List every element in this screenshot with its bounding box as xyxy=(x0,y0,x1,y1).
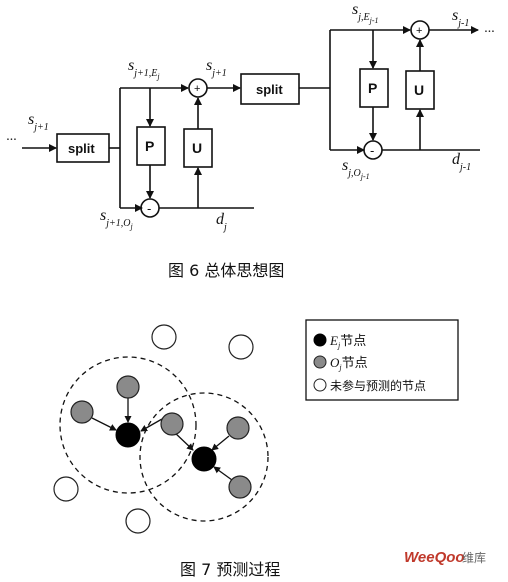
s-j1-odd-label: sj+1,Oj xyxy=(100,207,133,231)
edge-o5-e2 xyxy=(213,466,233,481)
e-node-1 xyxy=(115,422,141,448)
figure-6-caption: 图 6 总体思想图 xyxy=(168,261,284,280)
legend-o-label: Oj节点 xyxy=(330,355,368,372)
unused-node-1 xyxy=(151,324,177,350)
figure-7-diagram: Ej节点 Oj节点 未参与预测的节点 图 7 预测过程 xyxy=(53,319,459,579)
p-label-1: P xyxy=(145,138,154,154)
o-node-5 xyxy=(228,475,252,499)
unused-node-3 xyxy=(53,476,79,502)
ellipsis-right: ··· xyxy=(484,25,495,40)
ellipsis-left: ··· xyxy=(6,133,17,148)
unused-node-2 xyxy=(228,334,254,360)
d-j-label: dj xyxy=(216,211,227,233)
o-node-1 xyxy=(116,375,140,399)
figure-6-diagram xyxy=(22,20,480,218)
p-box-2 xyxy=(359,68,389,108)
s-j-even-label: sj,Ej-1 xyxy=(352,1,379,25)
minus-sign-1: - xyxy=(147,201,151,216)
legend-o-swatch xyxy=(313,355,327,369)
legend-unused-label: 未参与预测的节点 xyxy=(330,378,426,393)
plus-sign-2: + xyxy=(416,25,422,37)
split-label-2: split xyxy=(256,82,283,97)
plus-sign-1: + xyxy=(194,83,200,95)
edge-o2-e1 xyxy=(91,417,117,431)
split-label-1: split xyxy=(68,141,95,156)
o-node-2 xyxy=(70,400,94,424)
s-jm1-label: sj-1 xyxy=(452,7,469,29)
watermark-suffix: 维库 xyxy=(462,550,486,565)
e-node-2 xyxy=(191,446,217,472)
s-j1-even-label: sj+1,Ej xyxy=(128,57,160,81)
edge-o4-e2 xyxy=(211,435,230,451)
o-node-4 xyxy=(226,416,250,440)
p-box-1 xyxy=(136,126,166,166)
legend-unused-swatch xyxy=(313,378,327,392)
watermark-logo: WeeQoo 维库 xyxy=(404,549,486,566)
legend-e-swatch xyxy=(313,333,327,347)
figure-7-caption: 图 7 预测过程 xyxy=(180,560,280,579)
unused-node-4 xyxy=(125,508,151,534)
legend-e-label: Ej节点 xyxy=(329,333,366,350)
watermark-main: WeeQoo xyxy=(404,549,465,566)
split-box-2 xyxy=(240,73,300,105)
s-j-odd-label: sj,Oj-1 xyxy=(342,157,370,181)
neighborhood-circle-1 xyxy=(59,356,197,494)
neighborhood-circle-2 xyxy=(139,392,269,522)
p-label-2: P xyxy=(368,80,377,96)
o-node-3 xyxy=(160,412,184,436)
u-label-1: U xyxy=(192,140,202,156)
edge-o3-e1 xyxy=(140,418,163,432)
u-label-2: U xyxy=(414,82,424,98)
minus-sign-2: - xyxy=(370,143,374,158)
d-jm1-label: dj-1 xyxy=(452,151,471,173)
s-j1-output-label: sj+1 xyxy=(206,57,227,79)
legend-box xyxy=(305,319,459,401)
s-j1-input-label: sj+1 xyxy=(28,111,49,133)
figure-6-labels: ··· ··· split split P U P U + - + - sj+1… xyxy=(6,1,495,280)
